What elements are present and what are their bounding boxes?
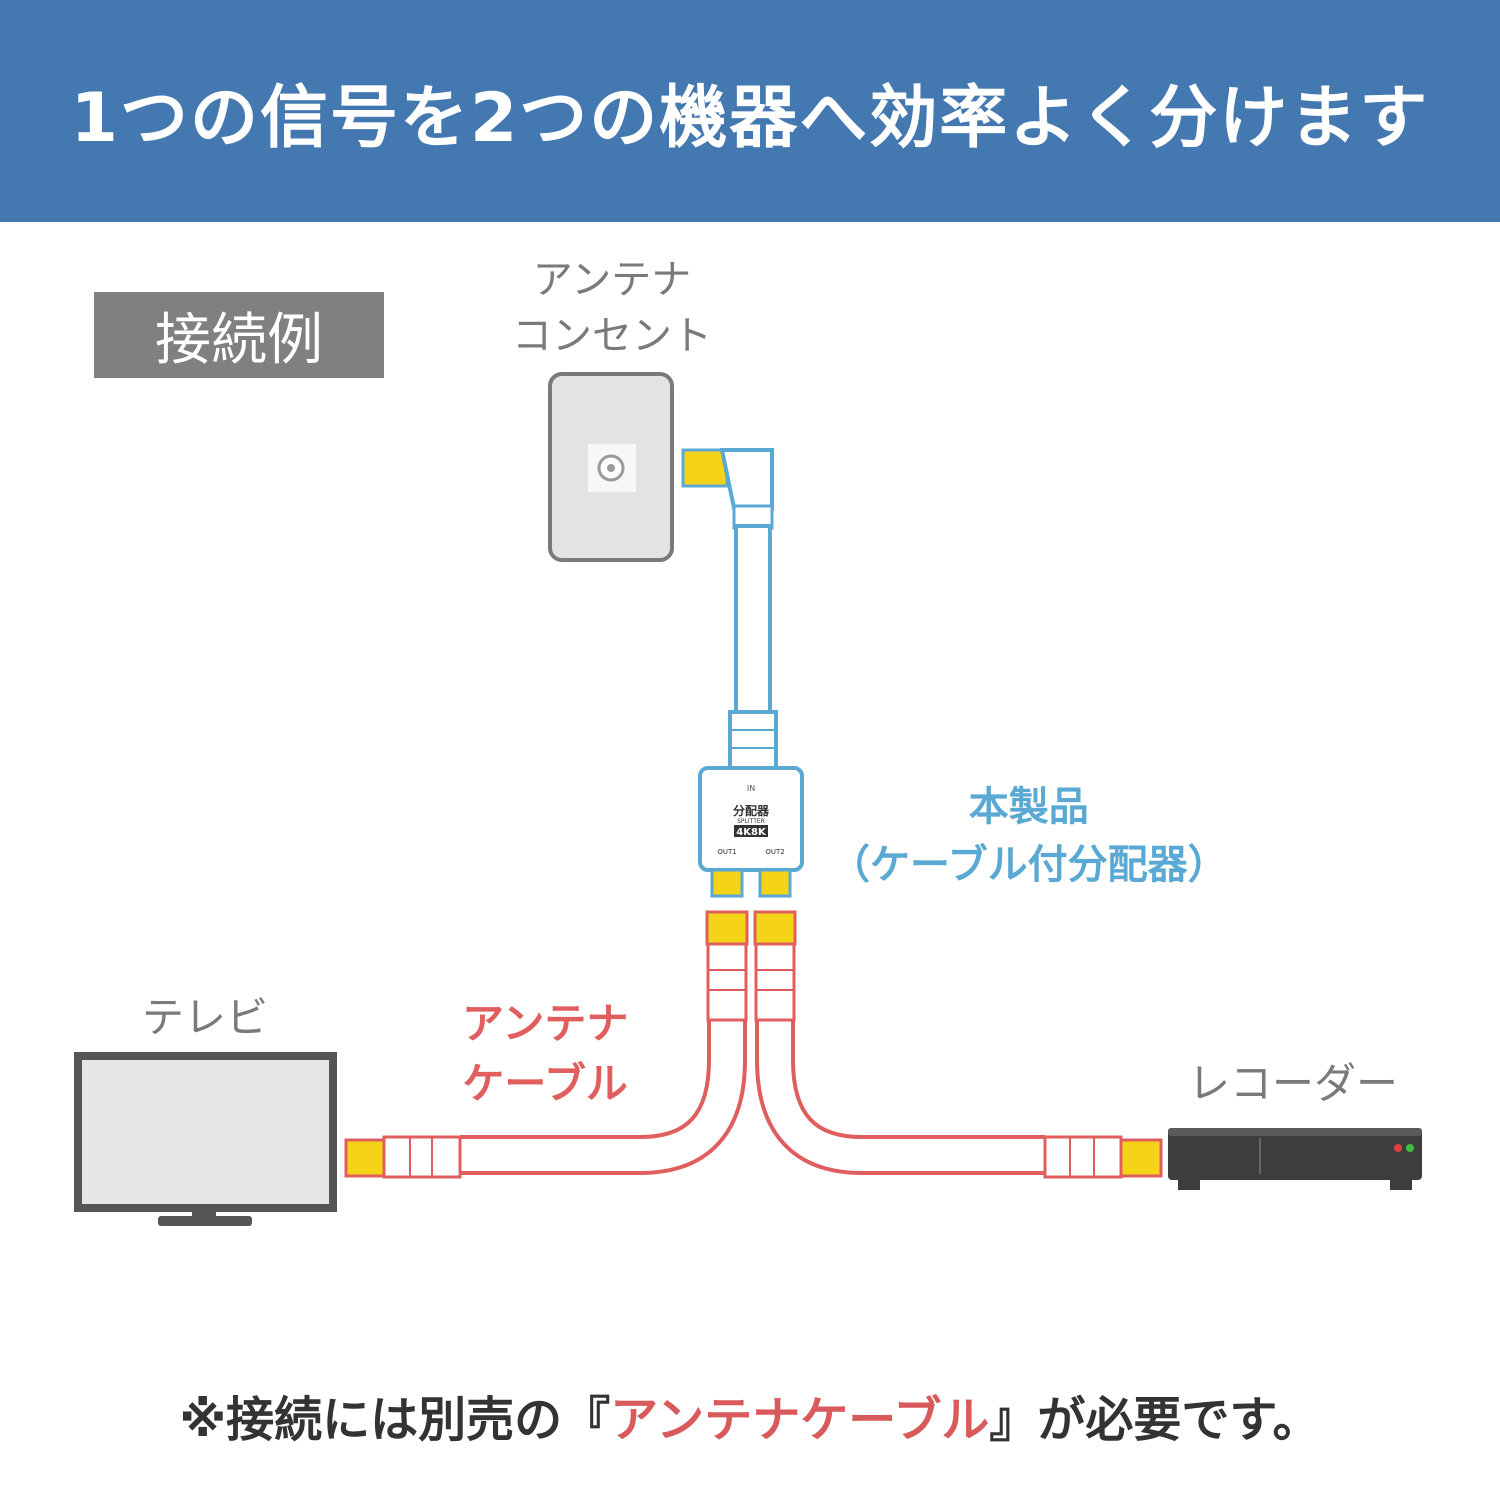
antenna-outlet-label-line2: コンセント (512, 313, 712, 359)
header-title: 1つの信号を2つの機器へ効率よく分けます (70, 78, 1430, 158)
antenna-cable-label: アンテナ ケーブル (462, 994, 628, 1114)
splitter-out1-label: OUT1 (717, 848, 736, 856)
product-cable-icon (681, 448, 778, 770)
footer-note: ※接続には別売の『アンテナケーブル』が必要です。 (0, 1380, 1500, 1450)
footer-note-prefix: ※接続には別売の『 (179, 1392, 611, 1448)
antenna-cable-label-line2: ケーブル (462, 1059, 628, 1108)
antenna-outlet-label: アンテナ コンセント (500, 252, 724, 364)
product-label-line1: 本製品 (968, 784, 1089, 830)
tv-icon (74, 1052, 337, 1226)
splitter-sub: SPLITTER (737, 818, 765, 825)
antenna-cable-label-line1: アンテナ (462, 999, 629, 1048)
product-label: 本製品 （ケーブル付分配器） (830, 778, 1228, 894)
antenna-cable-icon (344, 910, 1163, 1179)
footer-note-highlight: アンテナケーブル (610, 1392, 990, 1448)
header-banner: 1つの信号を2つの機器へ効率よく分けます (0, 0, 1500, 222)
splitter-out2-label: OUT2 (765, 848, 784, 856)
splitter-in-label: IN (747, 784, 755, 793)
product-label-line2: （ケーブル付分配器） (830, 842, 1228, 888)
section-label: 接続例 (94, 292, 384, 378)
tv-label: テレビ (142, 993, 269, 1042)
antenna-outlet-label-line1: アンテナ (532, 257, 692, 303)
splitter-name: 分配器 (733, 803, 770, 818)
splitter-icon: IN 分配器 SPLITTER 4K8K OUT1 OUT2 (698, 766, 804, 898)
recorder-label: レコーダー (1188, 1059, 1399, 1108)
recorder-icon (1168, 1128, 1422, 1190)
footer-note-suffix: 』が必要です。 (989, 1392, 1321, 1448)
antenna-outlet-icon (548, 372, 674, 562)
splitter-badge: 4K8K (736, 827, 767, 838)
